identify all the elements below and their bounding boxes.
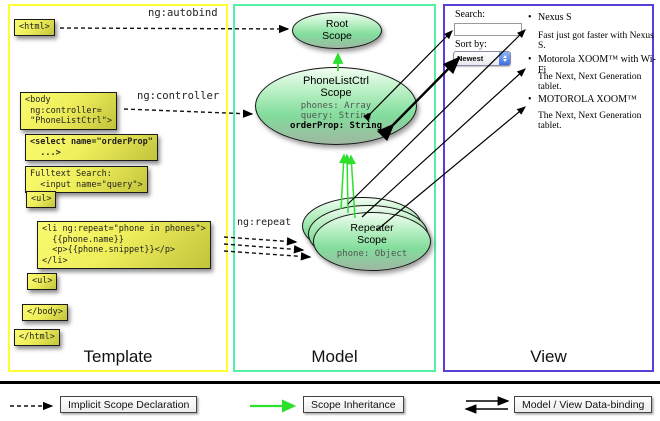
legend-model-view-binding: Model / View Data-binding <box>514 396 653 413</box>
ng-controller-label: ng:controller <box>137 90 220 102</box>
code-box-select: <select name="orderProp" ...> <box>25 134 158 161</box>
bullet-icon: • <box>528 94 532 105</box>
bullet-icon: • <box>528 12 532 23</box>
ng-repeat-label: ng:repeat <box>237 217 292 228</box>
bullet-icon: • <box>528 54 532 65</box>
code-box-html-open: <html> <box>14 19 55 36</box>
repeater-scope-title: Repeater Scope <box>350 222 394 246</box>
phonelistctrl-prop-phones: phones: Array <box>300 101 372 111</box>
code-box-ul-close: <ul> <box>27 273 58 290</box>
phone-item-title: Motorola XOOM™ with Wi-Fi <box>538 54 656 76</box>
search-input[interactable] <box>454 23 522 36</box>
repeater-scope-node-front: Repeater Scope phone: Object <box>313 212 431 271</box>
code-box-body-close: </body> <box>22 304 68 321</box>
root-scope-title: Root Scope <box>322 18 352 42</box>
code-box-li-repeat: <li ng:repeat="phone in phones"> {{phone… <box>37 221 211 269</box>
search-label: Search: <box>455 9 485 20</box>
phone-item-desc: Fast just got faster with Nexus S. <box>538 31 654 51</box>
phonelistctrl-scope-title: PhoneListCtrl Scope <box>302 75 370 99</box>
root-scope-node: Root Scope <box>292 12 382 49</box>
phonelistctrl-prop-query: query: String <box>300 111 372 121</box>
model-panel-label: Model <box>311 347 358 366</box>
legend-separator <box>0 381 660 384</box>
legend-implicit-scope: Implicit Scope Declaration <box>60 396 198 413</box>
phonelistctrl-prop-orderprop: orderProp: String <box>289 121 383 131</box>
model-panel: Model <box>233 4 436 372</box>
phone-item-title: Nexus S <box>538 12 572 23</box>
repeater-prop-phone: phone: Object <box>336 249 408 259</box>
code-box-body-open: <body ng:controller= "PhoneListCtrl"> <box>20 92 117 130</box>
phone-item-title: MOTOROLA XOOM™ <box>538 94 637 105</box>
legend-scope-inheritance: Scope Inheritance <box>303 396 404 413</box>
code-box-ul-open: <ul> <box>26 191 57 208</box>
phonelistctrl-scope-node: PhoneListCtrl Scope phones: Array query:… <box>255 67 417 145</box>
code-box-html-close: </html> <box>14 329 60 346</box>
code-box-fulltext-search: Fulltext Search: <input name="query"> <box>25 166 148 193</box>
dropdown-stepper-icon <box>499 52 510 65</box>
ng-autobind-label: ng:autobind <box>148 7 218 19</box>
phone-item-desc: The Next, Next Generation tablet. <box>538 72 642 92</box>
sort-dropdown-value: Newest <box>457 54 484 63</box>
sort-dropdown[interactable]: Newest <box>453 51 511 66</box>
view-panel-label: View <box>530 347 567 366</box>
phone-item-desc: The Next, Next Generation tablet. <box>538 111 642 131</box>
template-panel-label: Template <box>83 347 153 366</box>
sort-by-label: Sort by: <box>455 39 487 50</box>
